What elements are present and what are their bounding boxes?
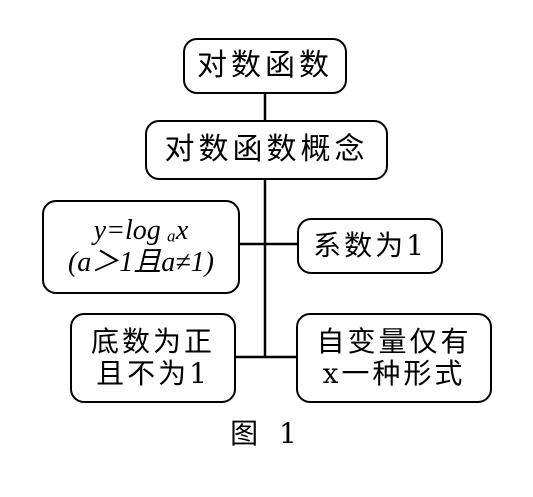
root-node: 对数函数 [183, 38, 347, 94]
coefficient-label: 系数为1 [313, 228, 427, 262]
formula-line-1: y=log ₐx [93, 214, 189, 246]
base-node: 底数为正 且不为1 [70, 313, 236, 403]
formula-line-2: (a＞1且a≠1) [67, 247, 215, 278]
figure-caption: 图 1 [230, 417, 303, 450]
coefficient-node: 系数为1 [297, 218, 443, 274]
concept-node: 对数函数概念 [145, 120, 388, 180]
base-line-1: 底数为正 [90, 324, 215, 358]
formula-node: y=log ₐx (a＞1且a≠1) [42, 200, 240, 294]
variable-line-1: 自变量仅有 [316, 324, 472, 358]
variable-node: 自变量仅有 x一种形式 [296, 313, 492, 403]
concept-label: 对数函数概念 [164, 131, 369, 167]
root-label: 对数函数 [197, 47, 333, 83]
base-line-2: 且不为1 [96, 357, 210, 390]
variable-line-2: x一种形式 [322, 357, 466, 390]
